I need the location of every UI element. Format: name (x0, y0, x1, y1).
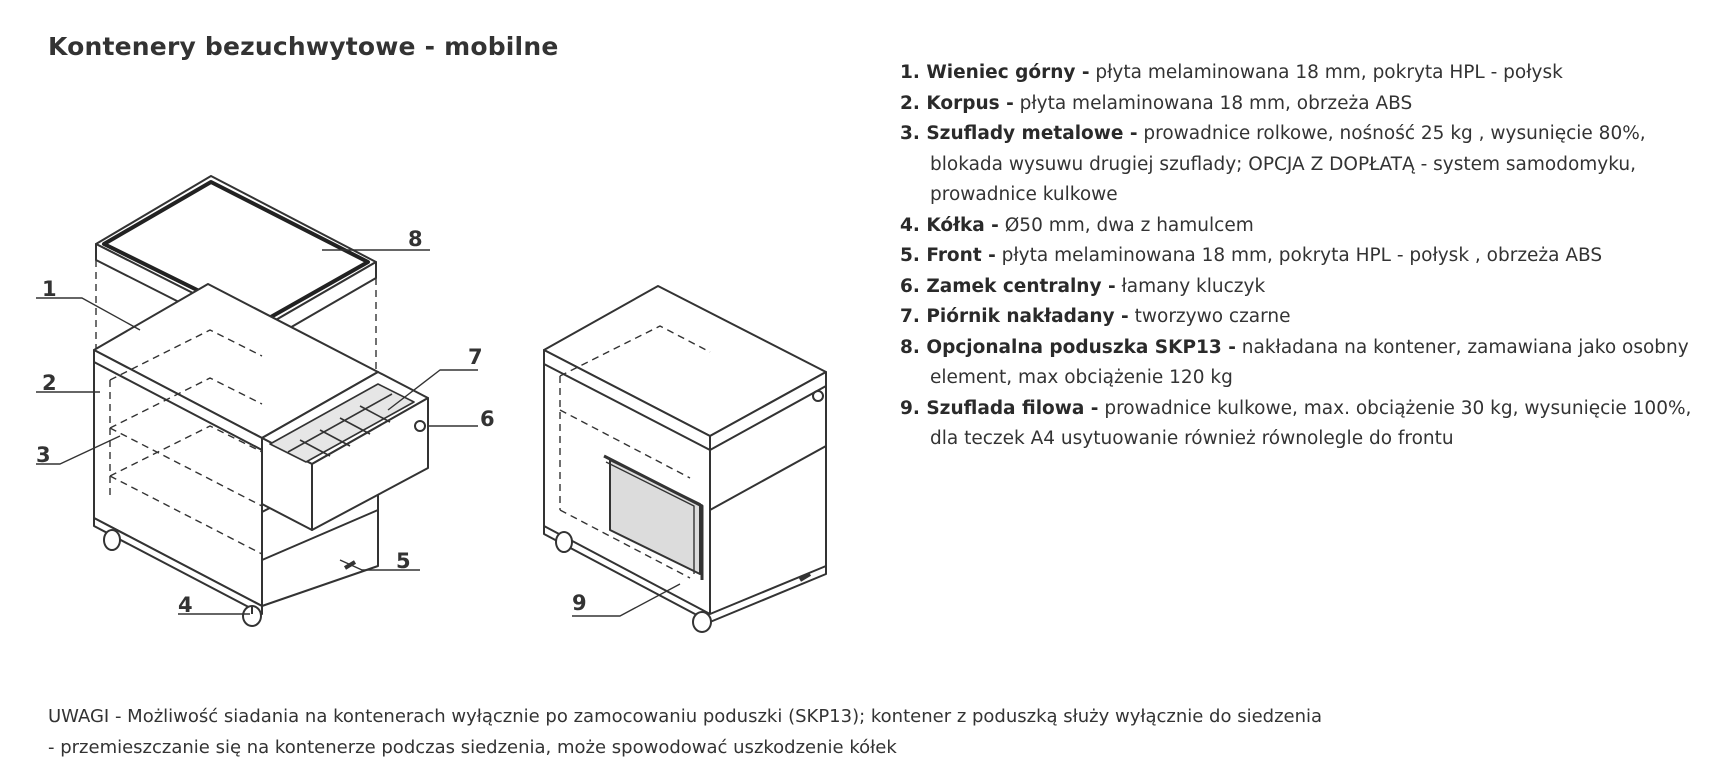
spec-item: 8. Opcjonalna poduszka SKP13 - nakładana… (900, 333, 1720, 394)
spec-label: Zamek centralny - (926, 275, 1116, 297)
open-drawer (261, 371, 429, 531)
spec-label: Kółka - (926, 214, 999, 236)
lock-icon (414, 420, 426, 432)
spec-text: prowadnice rolkowe, nośność 25 kg , wysu… (930, 123, 1646, 205)
spec-label: Wieniec górny - (926, 62, 1090, 83)
callout-9: 9 (572, 591, 587, 615)
spec-text: Ø50 mm, dwa z hamulcem (998, 214, 1254, 236)
spec-number: 1. (900, 62, 920, 83)
mobile-pedestal-exploded (36, 175, 478, 627)
spec-item: 2. Korpus - płyta melaminowana 18 mm, ob… (900, 89, 1720, 120)
spec-text: płyta melaminowana 18 mm, pokryta HPL - … (995, 245, 1603, 266)
callout-2: 2 (42, 371, 57, 395)
leader-line-9 (572, 583, 681, 617)
product-drawing: 1 2 3 4 5 6 7 8 9 (36, 175, 827, 633)
spec-item: 6. Zamek centralny - łamany kluczyk (900, 272, 1720, 303)
callout-7: 7 (468, 345, 483, 369)
spec-label: Front - (926, 245, 996, 266)
spec-number: 9. (900, 397, 920, 419)
spec-label: Piórnik nakładany - (926, 306, 1129, 327)
spec-number: 5. (900, 245, 920, 266)
spec-text: tworzywo czarne (1128, 306, 1291, 327)
castors (103, 529, 262, 627)
spec-number: 3. (900, 123, 920, 144)
spec-text: płyta melaminowana 18 mm, pokryta HPL - … (1089, 62, 1563, 83)
spec-item: 9. Szuflada filowa - prowadnice kulkowe,… (900, 394, 1720, 455)
lock-icon (812, 390, 824, 402)
mobile-pedestal-file-drawer (543, 285, 827, 633)
spec-number: 2. (900, 92, 920, 114)
spec-item: 3. Szuflady metalowe - prowadnice rolkow… (900, 119, 1720, 211)
spec-text: płyta melaminowana 18 mm, obrzeża ABS (1013, 92, 1413, 114)
spec-item: 1. Wieniec górny - płyta melaminowana 18… (900, 58, 1720, 89)
callout-5: 5 (396, 549, 411, 573)
callout-8: 8 (408, 227, 423, 251)
spec-label: Szuflada filowa - (926, 397, 1099, 419)
spec-label: Szuflady metalowe - (926, 123, 1138, 144)
spec-number: 4. (900, 214, 920, 236)
spec-text: nakładana na kontener, zamawiana jako os… (930, 336, 1689, 389)
notes-line-2: - przemieszczanie się na kontenerze podc… (48, 736, 897, 758)
spec-item: 4. Kółka - Ø50 mm, dwa z hamulcem (900, 211, 1720, 242)
spec-text: prowadnice kulkowe, max. obciążenie 30 k… (930, 397, 1692, 450)
callout-4: 4 (178, 593, 193, 617)
spec-item: 7. Piórnik nakładany - tworzywo czarne (900, 302, 1720, 333)
callout-3: 3 (36, 443, 51, 467)
specification-list: 1. Wieniec górny - płyta melaminowana 18… (900, 58, 1720, 455)
notes-line-1: UWAGI - Możliwość siadania na kontenerac… (48, 706, 1323, 727)
spec-number: 8. (900, 336, 920, 358)
leader-lines (36, 249, 478, 615)
callout-1: 1 (42, 277, 57, 301)
hanging-files (603, 454, 704, 580)
spec-number: 7. (900, 306, 920, 327)
notes: UWAGI - Możliwość siadania na kontenerac… (48, 702, 1322, 763)
spec-text: łamany kluczyk (1115, 275, 1266, 297)
pencil-tray (269, 383, 415, 463)
spec-label: Opcjonalna poduszka SKP13 - (926, 336, 1236, 358)
spec-item: 5. Front - płyta melaminowana 18 mm, pok… (900, 241, 1720, 272)
spec-number: 6. (900, 275, 920, 297)
spec-label: Korpus - (926, 92, 1014, 114)
page-title: Kontenery bezuchwytowe - mobilne (48, 32, 559, 61)
callout-6: 6 (480, 407, 495, 431)
